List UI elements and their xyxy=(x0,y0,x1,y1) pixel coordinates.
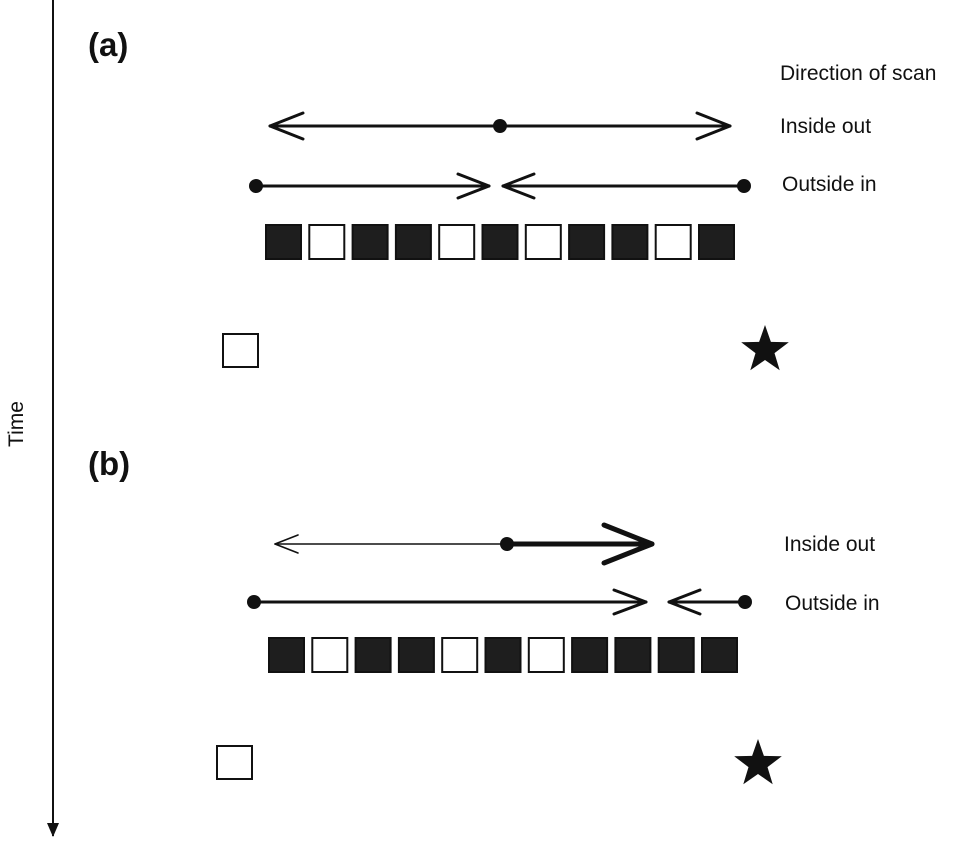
panel-a-square-white xyxy=(308,224,346,260)
panel-b-square-black xyxy=(268,637,305,673)
inside-out-right-arrowhead-b xyxy=(601,522,655,566)
panel-a: (a) Inside out Outside in xyxy=(88,26,877,371)
panel-b: (b) Inside out Outside in xyxy=(88,445,880,785)
empty-square-icon xyxy=(216,745,253,780)
outside-in-right-arrowhead-b xyxy=(667,588,702,616)
panel-a-square-black xyxy=(611,224,649,260)
star-icon xyxy=(741,325,789,371)
star-icon xyxy=(734,739,782,785)
panel-a-square-black xyxy=(351,224,389,260)
panel-b-square-white xyxy=(527,637,565,673)
empty-square-icon xyxy=(222,333,259,368)
panel-b-square-black xyxy=(354,637,392,673)
panel-b-square-white xyxy=(441,637,479,673)
panel-a-square-white xyxy=(654,224,692,260)
right-end-dot-b xyxy=(738,595,752,609)
panel-b-square-black xyxy=(484,637,522,673)
square-sequence-a xyxy=(265,224,735,260)
panel-b-square-black xyxy=(397,637,435,673)
center-dot-a xyxy=(493,119,507,133)
center-dot-b xyxy=(500,537,514,551)
inside-out-label-b: Inside out xyxy=(784,533,875,556)
panel-a-square-black xyxy=(265,224,302,260)
panel-b-label: (b) xyxy=(88,445,130,482)
panel-a-square-black xyxy=(481,224,519,260)
panel-a-square-white xyxy=(524,224,562,260)
inside-out-left-arrowhead-b xyxy=(274,534,299,554)
outside-in-left-arrowhead-b xyxy=(612,588,648,616)
inside-out-label-a: Inside out xyxy=(780,115,871,138)
outside-in-arrows-b xyxy=(247,588,752,616)
inside-out-arrows-b xyxy=(274,522,655,566)
panel-a-label: (a) xyxy=(88,26,128,63)
time-axis-label: Time xyxy=(5,401,28,447)
outside-in-label-b: Outside in xyxy=(785,592,880,615)
right-end-dot-a xyxy=(737,179,751,193)
panel-b-square-black xyxy=(614,637,652,673)
panel-a-square-black xyxy=(394,224,432,260)
panel-b-square-black xyxy=(571,637,609,673)
panel-a-square-white xyxy=(438,224,476,260)
left-end-dot-a xyxy=(249,179,263,193)
inside-out-left-arrowhead-a xyxy=(268,111,305,141)
outside-in-left-arrowhead-a xyxy=(456,172,491,200)
left-end-dot-b xyxy=(247,595,261,609)
direction-header: Direction of scan xyxy=(780,62,936,85)
outside-in-arrows-a xyxy=(249,172,751,200)
outside-in-right-arrowhead-a xyxy=(501,172,536,200)
inside-out-arrows-a xyxy=(268,111,732,141)
panel-b-square-white xyxy=(311,637,349,673)
panel-b-square-black xyxy=(657,637,695,673)
panel-a-square-black xyxy=(568,224,606,260)
panel-b-square-black xyxy=(701,637,738,673)
outside-in-label-a: Outside in xyxy=(782,173,877,196)
square-sequence-b xyxy=(268,637,738,673)
inside-out-right-arrowhead-a xyxy=(695,111,732,141)
panel-a-square-black xyxy=(698,224,735,260)
